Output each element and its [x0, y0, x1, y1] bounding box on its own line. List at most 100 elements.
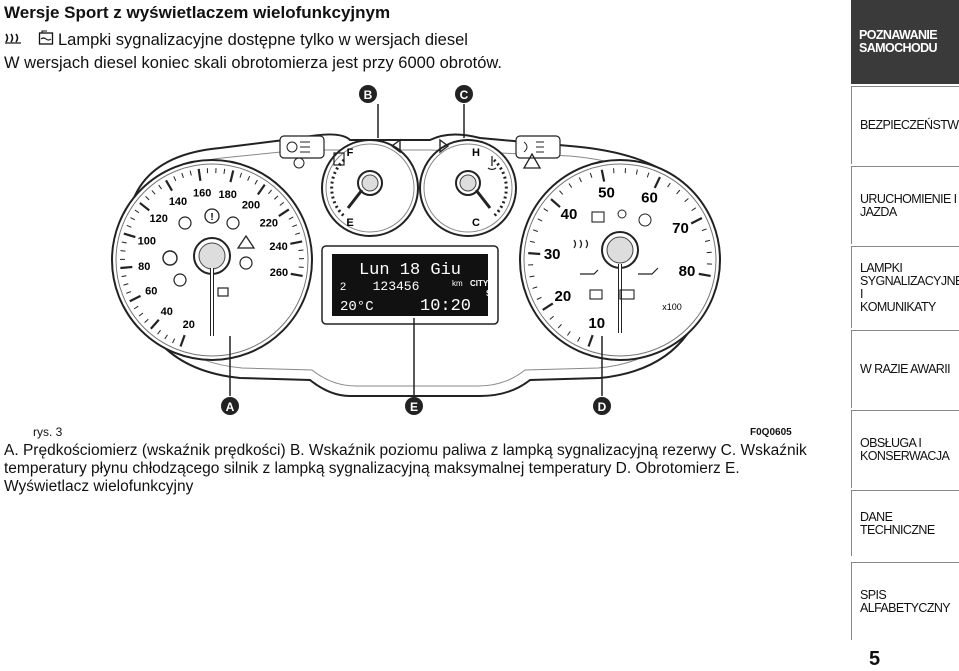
top-indicators — [279, 135, 561, 169]
gauge-tick — [288, 216, 294, 220]
gauge-tick — [181, 172, 184, 178]
sidelight-icon — [293, 157, 305, 169]
gauge-tick-label: 160 — [193, 188, 211, 200]
callout-b: B — [364, 88, 373, 102]
gauge-tick — [130, 217, 136, 221]
gauge-tick — [532, 229, 538, 232]
gauge-tick — [157, 329, 161, 335]
gauge-tick — [567, 331, 571, 336]
glow-plug-icon — [4, 31, 34, 50]
gauge-tick — [691, 207, 697, 212]
callout-d: D — [598, 400, 607, 414]
gauge-tick — [254, 179, 258, 185]
gauge-tick — [123, 283, 129, 286]
gauge-tick-label: 100 — [138, 235, 156, 247]
diesel-note-text: Lampki sygnalizacyjne dostępne tylko w w… — [58, 31, 468, 49]
gauge-tick — [690, 217, 703, 225]
fuel-full-mark: F — [347, 147, 354, 159]
gauge-tick-label: 40 — [561, 206, 578, 223]
display-odometer: 123456 — [373, 279, 420, 294]
gauge-tick-label: 20 — [183, 319, 195, 331]
gauge-tick — [536, 296, 542, 300]
gauge-tick — [150, 319, 160, 330]
gauge-tick — [126, 291, 132, 294]
gauge-tick-label: 10 — [588, 315, 605, 332]
gauge-tick — [292, 224, 298, 228]
diesel-note: Lampki sygnalizacyjne dostępne tylko w w… — [4, 30, 468, 51]
gauge-tick — [123, 232, 136, 239]
gauge-tick — [529, 275, 535, 278]
display-odo-unit: km — [452, 279, 463, 288]
gauge-tick-label: 220 — [260, 218, 278, 230]
gauge-tick — [550, 198, 561, 208]
tab-dane-techniczne[interactable]: DANE TECHNICZNE — [851, 490, 959, 556]
gauge-tick — [698, 272, 711, 278]
tab-spis-alfabetyczny[interactable]: SPIS ALFABETYCZNY — [851, 562, 959, 640]
gauge-tick — [120, 250, 126, 252]
gauge-tick — [274, 195, 279, 200]
temp-cold-mark: C — [472, 217, 480, 229]
gauge-tick — [239, 172, 243, 178]
gauge-tick — [529, 240, 535, 243]
figure-caption: A. Prędkościomierz (wskaźnik prędkości) … — [4, 442, 807, 495]
temp-hot-mark: H — [472, 147, 480, 159]
tacho-unit-label: x100 — [662, 302, 682, 312]
gauge-tick — [229, 170, 235, 183]
gauge-tick — [134, 209, 140, 214]
fuel-gauge: F E — [321, 139, 419, 237]
gauge-tick — [295, 232, 301, 235]
gauge-tick — [600, 169, 606, 182]
gauge-tick — [589, 172, 593, 178]
gauge-tick-label: 50 — [598, 184, 615, 201]
gauge-tick-label: 20 — [555, 288, 572, 305]
section-title: Wersje Sport z wyświetlaczem wielofunkcy… — [4, 3, 391, 22]
gauge-tick — [256, 184, 266, 196]
tacho-note: W wersjach diesel koniec skali obrotomie… — [4, 54, 502, 72]
display-clock: 10:20 — [420, 297, 471, 316]
gauge-tick — [653, 176, 661, 189]
page-number: 5 — [869, 648, 881, 670]
tab-w-razie-awarii[interactable]: W RAZIE AWARII — [851, 330, 959, 408]
gauge-tick — [704, 239, 710, 242]
fuel-pump-icon — [333, 152, 345, 166]
tab-bezpieczenstwo[interactable]: BEZPIECZEŃSTWO — [851, 86, 959, 164]
gauge-tick — [537, 218, 543, 222]
gauge-tick — [684, 198, 689, 203]
gauge-tick — [121, 275, 127, 278]
gauge-tick — [247, 175, 251, 181]
gauge-tick-label: 40 — [161, 306, 173, 318]
gauge-tick — [197, 168, 202, 182]
gauge-tick-label: 120 — [149, 213, 167, 225]
gauge-tick — [172, 338, 176, 344]
gauge-tick — [701, 228, 707, 232]
gauge-tick — [279, 202, 285, 206]
gauge-tick — [278, 208, 290, 217]
gauge-tick — [223, 168, 226, 174]
callout-e: E — [410, 400, 418, 414]
gauge-tick — [151, 190, 156, 195]
coolant-icon — [487, 156, 497, 171]
gauge-tick — [139, 202, 150, 212]
water-in-fuel-icon — [38, 30, 54, 51]
gauge-tick — [676, 189, 681, 195]
callouts: B C A E D — [221, 85, 611, 415]
svg-text:!: ! — [210, 212, 213, 223]
gauge-tick — [120, 265, 133, 270]
gauge-tick — [138, 312, 144, 317]
display-mode2: S — [486, 289, 492, 298]
gauge-tick-label: 180 — [219, 189, 237, 201]
gauge-tick — [646, 172, 650, 178]
callout-c: C — [460, 88, 469, 102]
fuel-empty-mark: E — [346, 217, 353, 229]
gauge-tick-label: 60 — [145, 286, 157, 298]
gauge-tick — [145, 196, 150, 201]
gauge-tick — [165, 179, 173, 192]
gauge-tick-label: 70 — [672, 220, 689, 237]
gauge-tick — [578, 177, 582, 183]
multifunction-display: Lun 18 Giu 2 123456 km CITY S 20°C 10:20 — [321, 245, 499, 325]
